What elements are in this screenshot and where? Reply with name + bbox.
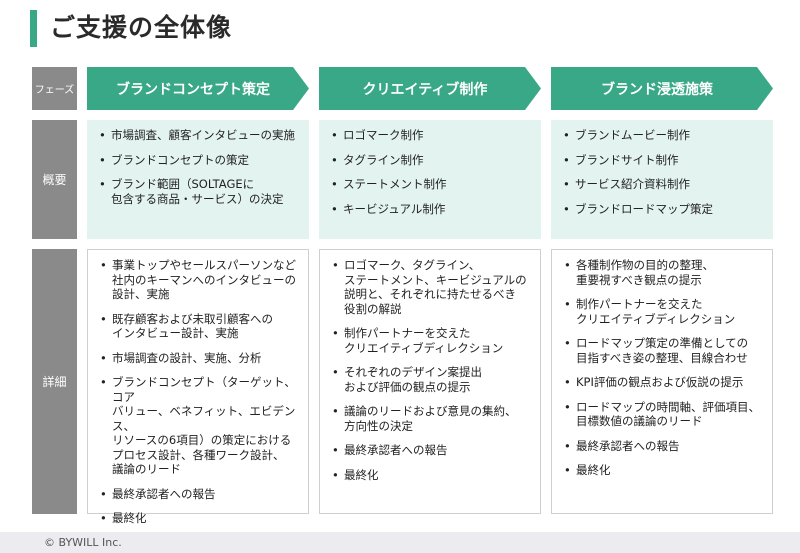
list-item: サービス紹介資料制作 [561,177,765,192]
list-item: 最終化 [330,468,534,483]
list-item: ブランドロードマップ策定 [561,202,765,217]
overview-list: ロゴマーク制作 タグライン制作 ステートメント制作 キービジュアル制作 [329,128,533,216]
list-item: 最終承認者への報告 [330,443,534,458]
detail-list: ロゴマーク、タグライン、ステートメント、キービジュアルの説明と、それぞれに持たせ… [330,258,534,482]
list-item: 最終化 [562,463,766,478]
overview-list: 市場調査、顧客インタビューの実施 ブランドコンセプトの策定 ブランド範囲（SOL… [97,128,301,206]
overview-cell-creative: ロゴマーク制作 タグライン制作 ステートメント制作 キービジュアル制作 [319,120,541,239]
list-item: 市場調査の設計、実施、分析 [98,351,302,366]
list-item: ステートメント制作 [329,177,533,192]
row-label-detail: 詳細 [32,249,77,514]
phase-header-brand-concept: ブランドコンセプト策定 [87,67,309,110]
page-title: ご支援の全体像 [50,13,233,42]
list-item: 議論のリードおよび意見の集約、方向性の決定 [330,404,534,433]
overview-cell-brand-penetration: ブランドムービー制作 ブランドサイト制作 サービス紹介資料制作 ブランドロードマ… [551,120,773,239]
list-item: ブランドムービー制作 [561,128,765,143]
detail-list: 各種制作物の目的の整理、重要視すべき観点の提示 制作パートナーを交えたクリエイテ… [562,258,766,478]
list-item: 最終承認者への報告 [562,439,766,454]
footer-copyright: © BYWILL Inc. [0,532,800,553]
row-label-phase: フェーズ [32,67,77,110]
list-item: 最終化 [98,511,302,526]
detail-cell-creative: ロゴマーク、タグライン、ステートメント、キービジュアルの説明と、それぞれに持たせ… [319,249,541,514]
list-item: 最終承認者への報告 [98,487,302,502]
list-item: ロゴマーク制作 [329,128,533,143]
list-item: ブランドコンセプトの策定 [97,153,301,168]
list-item: 市場調査、顧客インタビューの実施 [97,128,301,143]
phase-header-brand-penetration: ブランド浸透施策 [551,67,773,110]
title-accent-bar [30,10,37,47]
detail-cell-brand-penetration: 各種制作物の目的の整理、重要視すべき観点の提示 制作パートナーを交えたクリエイテ… [551,249,773,514]
overview-cell-brand-concept: 市場調査、顧客インタビューの実施 ブランドコンセプトの策定 ブランド範囲（SOL… [87,120,309,239]
list-item: ロードマップの時間軸、評価項目、目標数値の議論のリード [562,400,766,429]
overview-list: ブランドムービー制作 ブランドサイト制作 サービス紹介資料制作 ブランドロードマ… [561,128,765,216]
phase-header-creative: クリエイティブ制作 [319,67,541,110]
list-item: キービジュアル制作 [329,202,533,217]
list-item: ロゴマーク、タグライン、ステートメント、キービジュアルの説明と、それぞれに持たせ… [330,258,534,316]
list-item: KPI評価の観点および仮説の提示 [562,375,766,390]
list-item: タグライン制作 [329,153,533,168]
list-item: ブランドサイト制作 [561,153,765,168]
row-label-overview: 概要 [32,120,77,239]
list-item: 各種制作物の目的の整理、重要視すべき観点の提示 [562,258,766,287]
list-item: ブランドコンセプト（ターゲット、コアバリュー、ベネフィット、エビデンス、リソース… [98,375,302,477]
